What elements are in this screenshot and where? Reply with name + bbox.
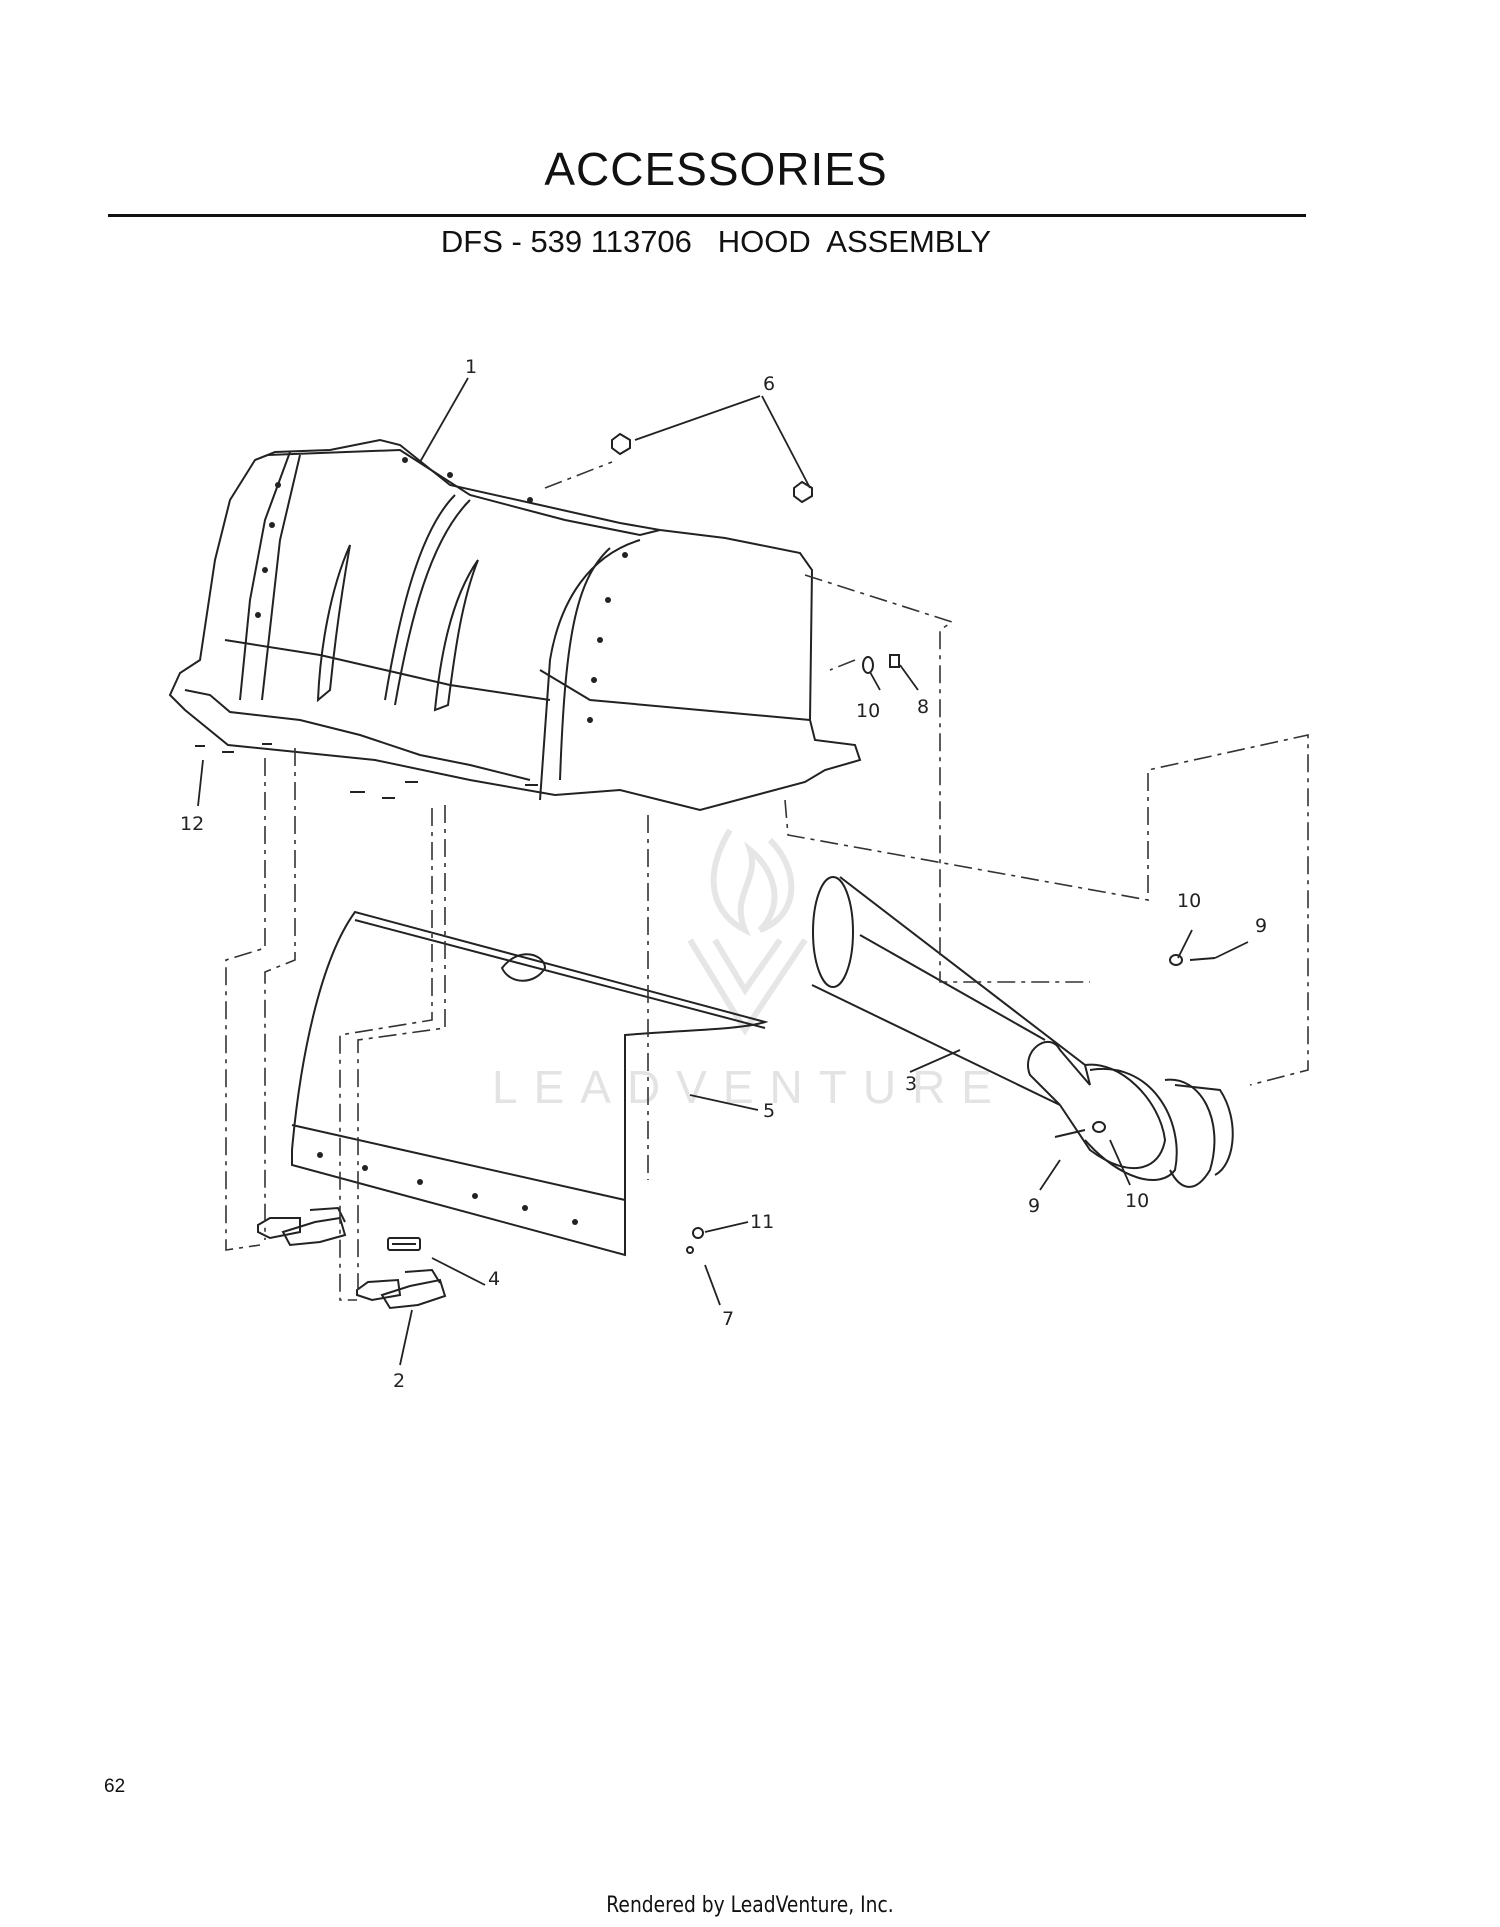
watermark-logo (687, 828, 808, 1036)
hood-bolt-holes (255, 457, 628, 723)
callout-2: 2 (393, 1370, 405, 1392)
callout-12: 12 (180, 813, 204, 835)
callout-1: 1 (465, 356, 477, 378)
callout-5: 5 (763, 1100, 775, 1122)
title-divider (108, 214, 1306, 217)
leader-lines (197, 377, 1249, 1366)
page-subtitle: DFS - 539 113706 HOOD ASSEMBLY (440, 224, 992, 259)
watermark-text: LEADVENTURE (492, 1061, 1008, 1113)
handle-part (387, 1237, 421, 1251)
callout-10: 10 (1125, 1190, 1149, 1212)
assembly-lines (225, 461, 1309, 1301)
page-number: 62 (104, 1776, 126, 1797)
callout-9: 9 (1255, 915, 1267, 937)
footer-credit: Rendered by LeadVenture, Inc. (606, 1893, 894, 1918)
screw-part (195, 743, 538, 799)
bracket-part (257, 1206, 447, 1310)
hood-part (168, 438, 862, 812)
page-title: ACCESSORIES (544, 143, 888, 195)
nut-part (611, 432, 813, 504)
callout-3: 3 (905, 1073, 917, 1095)
callout-10: 10 (856, 700, 880, 722)
callout-10: 10 (1177, 890, 1201, 912)
callout-8: 8 (917, 696, 929, 718)
chute-bolts (1054, 954, 1216, 1138)
washer-nut-part (862, 654, 900, 674)
callout-6: 6 (763, 373, 775, 395)
callout-9: 9 (1028, 1195, 1040, 1217)
small-hardware-part (686, 1227, 704, 1254)
panel-rivets (317, 1152, 578, 1225)
deflector-panel-part (291, 910, 769, 1257)
callout-11: 11 (750, 1211, 774, 1233)
discharge-chute-part (811, 876, 1234, 1188)
callout-4: 4 (488, 1268, 500, 1290)
callout-7: 7 (722, 1308, 734, 1330)
